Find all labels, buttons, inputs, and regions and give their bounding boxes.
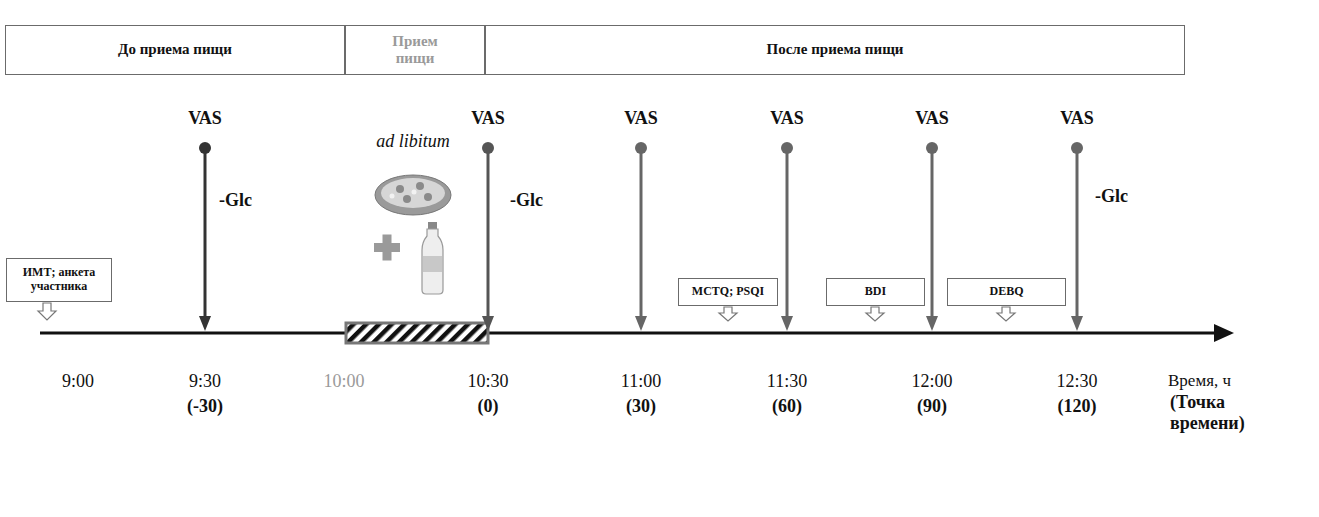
phase-band: После приема пищи bbox=[485, 25, 1185, 75]
time-point: (0) bbox=[478, 396, 499, 417]
time-point: (90) bbox=[917, 396, 947, 417]
clock-time: 12:00 bbox=[911, 371, 952, 392]
questionnaire-box: DEBQ bbox=[947, 278, 1066, 306]
clock-time: 10:30 bbox=[467, 371, 508, 392]
time-axis bbox=[40, 332, 1215, 335]
questionnaire-box: ИМТ; анкета участника bbox=[6, 258, 112, 302]
time-point: (120) bbox=[1058, 396, 1097, 417]
axis-title: (Точка времени) bbox=[1170, 392, 1245, 433]
vas-marker: VAS bbox=[1060, 108, 1094, 129]
phase-band: До приема пищи bbox=[5, 25, 345, 75]
meal-note: ad libitum bbox=[376, 131, 450, 152]
pizza-icon bbox=[375, 175, 451, 215]
vas-arrowhead bbox=[926, 316, 938, 331]
node-text: После приема пищи bbox=[767, 41, 904, 58]
node-text: Прием пищи bbox=[380, 33, 450, 68]
vas-line bbox=[487, 148, 490, 318]
vas-marker: VAS bbox=[188, 108, 222, 129]
vas-marker: VAS bbox=[915, 108, 949, 129]
plus-icon bbox=[374, 235, 400, 261]
vas-arrowhead bbox=[635, 316, 647, 331]
bottle-icon bbox=[422, 222, 443, 294]
vas-marker: VAS bbox=[770, 108, 804, 129]
meal-bar bbox=[346, 323, 488, 343]
vas-line bbox=[204, 148, 207, 318]
phase-band: Прием пищи bbox=[345, 25, 485, 75]
clock-time: 9:00 bbox=[62, 371, 94, 392]
vas-line bbox=[1076, 148, 1079, 318]
vas-arrowhead bbox=[482, 316, 494, 331]
node-text: DEBQ bbox=[989, 285, 1023, 299]
glucose-marker: -Glc bbox=[1095, 186, 1128, 207]
vas-arrows bbox=[199, 142, 1083, 331]
clock-time: 10:00 bbox=[323, 371, 364, 392]
node-text: До приема пищи bbox=[118, 41, 232, 58]
time-point: (30) bbox=[626, 396, 656, 417]
hollow-arrow bbox=[719, 307, 737, 321]
vas-arrowhead bbox=[1071, 316, 1083, 331]
node-text: ИМТ; анкета участника bbox=[13, 266, 105, 294]
vas-line bbox=[786, 148, 789, 318]
node-text: BDI bbox=[865, 285, 886, 299]
axis-title: Время, ч bbox=[1168, 371, 1231, 391]
vas-arrowhead bbox=[199, 316, 211, 331]
hollow-arrow bbox=[38, 303, 56, 320]
questionnaire-box: BDI bbox=[826, 278, 925, 306]
glucose-marker: -Glc bbox=[219, 190, 252, 211]
vas-line bbox=[640, 148, 643, 318]
glucose-marker: -Glc bbox=[510, 190, 543, 211]
clock-time: 12:30 bbox=[1056, 371, 1097, 392]
vas-line bbox=[931, 148, 934, 318]
axis-arrowhead bbox=[1214, 324, 1234, 342]
vas-arrowhead bbox=[781, 316, 793, 331]
time-point: (-30) bbox=[187, 396, 223, 417]
hollow-arrow bbox=[866, 307, 884, 321]
node-text: MCTQ; PSQI bbox=[692, 285, 764, 299]
clock-time: 11:00 bbox=[621, 371, 661, 392]
hollow-arrow bbox=[997, 307, 1015, 321]
time-point: (60) bbox=[772, 396, 802, 417]
questionnaire-box: MCTQ; PSQI bbox=[678, 278, 778, 306]
vas-marker: VAS bbox=[471, 108, 505, 129]
clock-time: 11:30 bbox=[767, 371, 807, 392]
clock-time: 9:30 bbox=[189, 371, 221, 392]
vas-marker: VAS bbox=[624, 108, 658, 129]
